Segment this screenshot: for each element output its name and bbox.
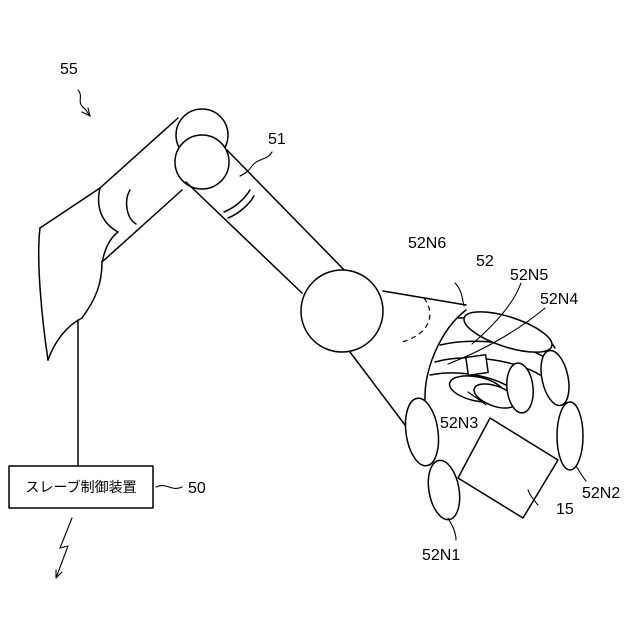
wireless-signal-icon <box>56 518 72 578</box>
label-object: 15 <box>556 501 574 518</box>
label-system: 55 <box>60 61 78 78</box>
label-finger-n5: 52N5 <box>510 267 548 284</box>
wrist-joint <box>301 270 383 352</box>
robot-base <box>39 188 102 360</box>
controller-box: スレーブ制御装置 <box>9 320 153 508</box>
elbow-joint <box>175 109 229 189</box>
label-finger-n1: 52N1 <box>422 547 460 564</box>
arm-link-upper <box>99 118 182 262</box>
label-finger-n2: 52N2 <box>582 485 620 502</box>
label-arm: 51 <box>268 131 286 148</box>
label-controller: 50 <box>188 480 206 497</box>
controller-box-text: スレーブ制御装置 <box>25 479 136 496</box>
label-hand: 52 <box>476 253 494 270</box>
grasped-object <box>458 418 558 518</box>
label-finger-n6: 52N6 <box>408 235 446 252</box>
label-finger-n3: 52N3 <box>440 415 478 432</box>
label-finger-n4: 52N4 <box>540 291 578 308</box>
